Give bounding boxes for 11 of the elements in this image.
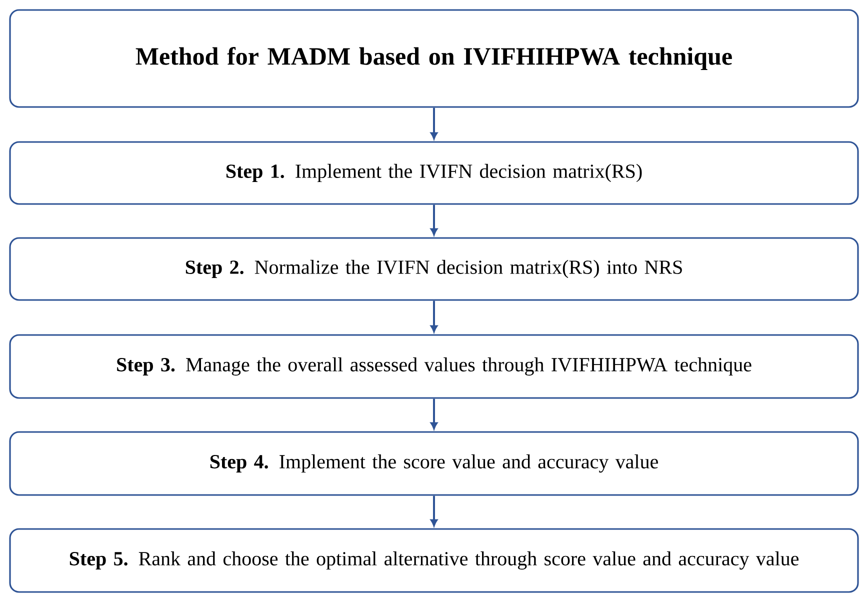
- arrow: [430, 204, 438, 236]
- step-box: Step 5. Rank and choose the optimal alternative through score value and accuracy value: [9, 528, 859, 593]
- title-box: Method for MADM based on IVIFHIHPWA technique: [9, 9, 859, 108]
- arrow: [430, 108, 438, 140]
- arrow: [430, 398, 438, 430]
- step-box: Step 2. Normalize the IVIFN decision matrix(RS) into NRS: [9, 237, 859, 301]
- step-box: Step 3. Manage the overall assessed values through IVIFHIHPWA technique: [9, 334, 859, 399]
- arrow: [430, 300, 438, 332]
- step-box: Step 4. Implement the score value and accuracy value: [9, 431, 859, 496]
- arrow: [430, 496, 438, 526]
- step-box: Step 1. Implement the IVIFN decision matrix(RS): [9, 141, 859, 205]
